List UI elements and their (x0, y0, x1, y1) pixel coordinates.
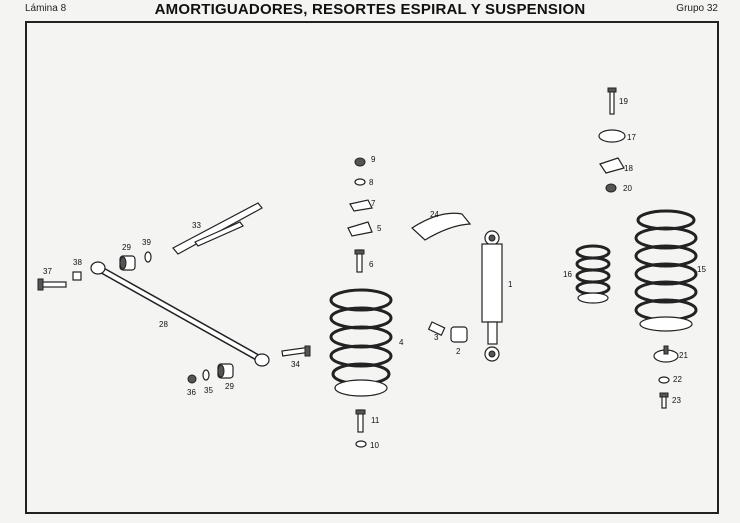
coil-spring-rear (634, 209, 698, 332)
part-label-4: 4 (399, 338, 404, 347)
part-label-9: 9 (371, 155, 376, 164)
shock-absorber (481, 230, 503, 362)
small-hardware-left (37, 251, 311, 384)
part-label-38: 38 (73, 258, 82, 267)
part-label-34: 34 (291, 360, 300, 369)
rubber-pad (411, 212, 472, 241)
part-label-6: 6 (369, 260, 374, 269)
plate-number: Lámina 8 (25, 3, 67, 14)
part-label-37: 37 (43, 267, 52, 276)
spring-mount-hardware (347, 157, 373, 448)
diagram-frame (25, 21, 719, 514)
part-label-22: 22 (673, 375, 682, 384)
part-label-20: 20 (623, 184, 632, 193)
part-label-36: 36 (187, 388, 196, 397)
part-label-11: 11 (371, 416, 380, 425)
part-label-5: 5 (377, 224, 382, 233)
part-label-35: 35 (204, 386, 213, 395)
control-arm (90, 261, 270, 367)
part-label-24: 24 (430, 210, 439, 219)
part-label-39: 39 (142, 238, 151, 247)
group-number: Grupo 32 (676, 3, 718, 14)
part-label-33: 33 (192, 221, 201, 230)
coil-spring-front (329, 288, 393, 397)
bushing (450, 326, 468, 343)
part-label-16: 16 (563, 270, 572, 279)
part-label-18: 18 (624, 164, 633, 173)
part-label-2: 2 (456, 347, 461, 356)
part-label-3: 3 (434, 333, 439, 342)
part-label-21: 21 (679, 351, 688, 360)
part-label-17: 17 (627, 133, 636, 142)
page-title: AMORTIGUADORES, RESORTES ESPIRAL Y SUSPE… (154, 1, 586, 18)
part-label-19: 19 (619, 97, 628, 106)
part-label-15: 15 (697, 265, 706, 274)
part-label-7: 7 (371, 199, 376, 208)
part-label-8: 8 (369, 178, 374, 187)
part-label-29-upper: 29 (122, 243, 131, 252)
bracket (172, 202, 263, 255)
part-label-1: 1 (508, 280, 513, 289)
part-label-23: 23 (672, 396, 681, 405)
coil-spring-small (575, 244, 611, 304)
part-label-28: 28 (159, 320, 168, 329)
pin (427, 321, 446, 336)
rear-hardware (598, 87, 679, 409)
part-label-10: 10 (370, 441, 379, 450)
part-label-29-lower: 29 (225, 382, 234, 391)
